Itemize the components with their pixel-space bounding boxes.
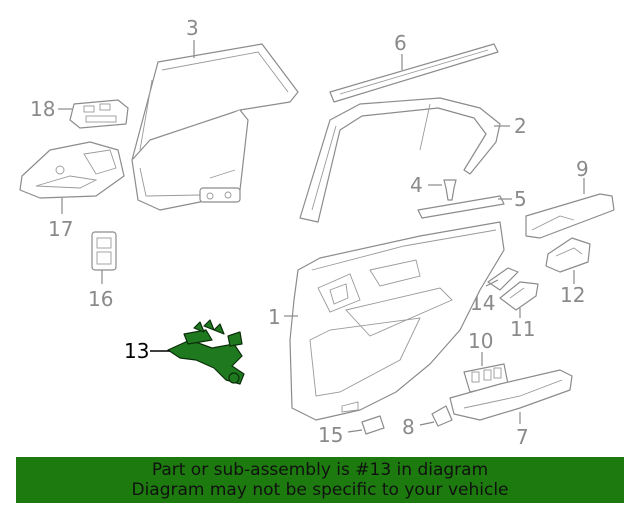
part-14-bracket [487, 267, 519, 291]
part-12-bezel [545, 237, 591, 273]
part-13-highlighted-assembly [167, 319, 245, 385]
banner-line-2: Diagram may not be specific to your vehi… [131, 480, 509, 500]
part-8-bracket [431, 405, 453, 427]
callout-3: 3 [186, 16, 199, 40]
callout-15: 15 [318, 423, 343, 447]
callout-6: 6 [394, 31, 407, 55]
callout-11: 11 [510, 317, 535, 341]
callout-17: 17 [48, 217, 73, 241]
part-7-armrest [449, 369, 573, 421]
part-9-trim [525, 193, 615, 239]
part-3-window-glass [131, 43, 299, 211]
callout-12: 12 [560, 283, 585, 307]
part-17-seat-switch [19, 141, 125, 199]
callout-2: 2 [514, 114, 527, 138]
part-15-clip [361, 415, 385, 435]
banner-line-1: Part or sub-assembly is #13 in diagram [151, 460, 489, 480]
callout-4: 4 [410, 173, 423, 197]
callout-8: 8 [402, 415, 415, 439]
part-2-frame-seal [299, 97, 501, 223]
part-1-door-panel [289, 221, 505, 421]
part-18-switch [69, 99, 129, 129]
part-4-clip [443, 179, 457, 201]
part-6-molding [329, 43, 499, 103]
part-16-switch [91, 231, 117, 271]
part-11-handle [499, 281, 539, 311]
callout-13: 13 [124, 339, 149, 363]
part-info-banner: Part or sub-assembly is #13 in diagram D… [16, 457, 624, 503]
callout-1: 1 [268, 305, 281, 329]
callout-16: 16 [88, 287, 113, 311]
callout-10: 10 [468, 329, 493, 353]
callout-7: 7 [516, 425, 529, 449]
callout-9: 9 [576, 157, 589, 181]
part-5-pad [417, 195, 505, 219]
callout-5: 5 [514, 187, 527, 211]
callout-18: 18 [30, 97, 55, 121]
